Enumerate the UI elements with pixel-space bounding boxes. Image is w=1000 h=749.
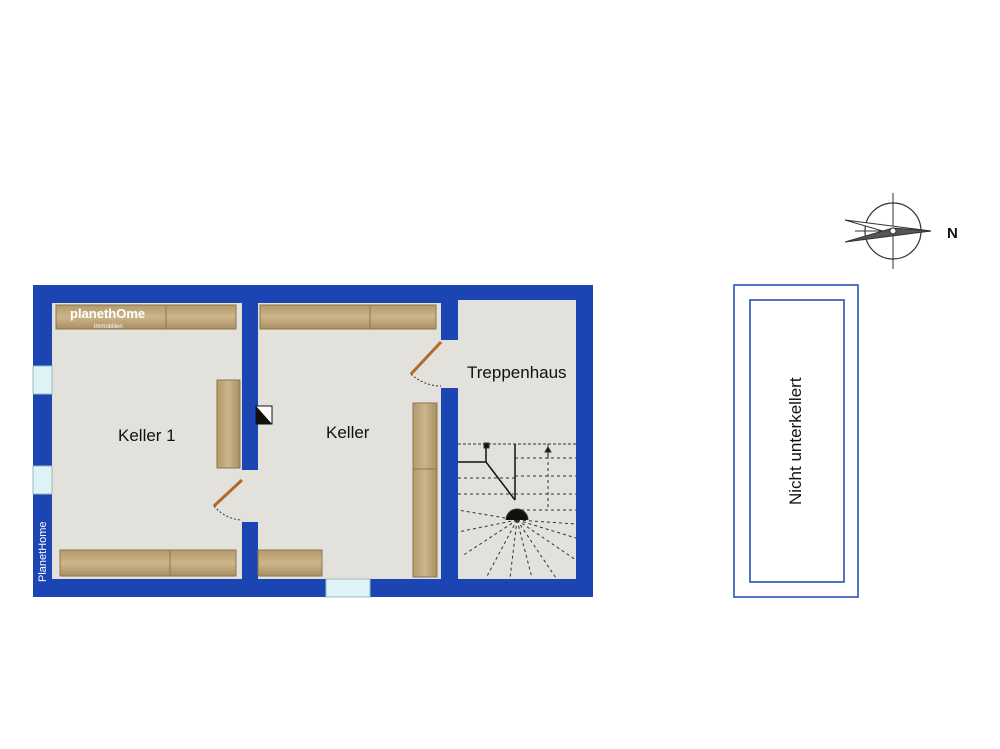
floor-keller-1 [52,303,242,579]
svg-text:immobilien: immobilien [94,324,123,330]
room-label-keller-1: Keller 1 [118,426,176,445]
door-opening-keller1 [240,470,260,522]
cabinet [55,304,167,330]
annex-outline-outer [733,284,859,598]
cabinet [59,549,171,577]
north-label: N [947,225,958,242]
door-leaf [409,340,443,376]
door-swing [410,373,442,387]
annex-outline-inner [749,299,845,583]
chimney-shade [256,406,272,424]
brand-logo: planethOme immobilien [70,306,145,330]
room-label-treppenhaus: Treppenhaus [467,363,567,382]
window-left-lower [32,465,53,495]
window-bottom [325,578,371,598]
cabinet [412,402,438,470]
room-label-keller: Keller [326,423,370,442]
staircase [457,442,577,579]
cabinet [257,549,323,577]
cabinet [412,468,438,578]
cabinet [169,549,237,577]
floor-keller [258,303,441,579]
window-left-upper [32,365,53,395]
annex-label: Nicht unterkellert [786,377,805,505]
door-leaf [212,478,244,508]
brand-side-text: PlanetHome [37,521,49,582]
door-swing [213,505,243,521]
svg-text:planethOme: planethOme [70,306,145,321]
cabinet [165,304,237,330]
cabinet [369,304,437,330]
floor-treppenhaus [458,300,576,579]
cabinet [216,379,241,469]
compass-icon [844,193,932,269]
door-opening-treppenhaus [439,340,460,388]
cabinet [259,304,371,330]
